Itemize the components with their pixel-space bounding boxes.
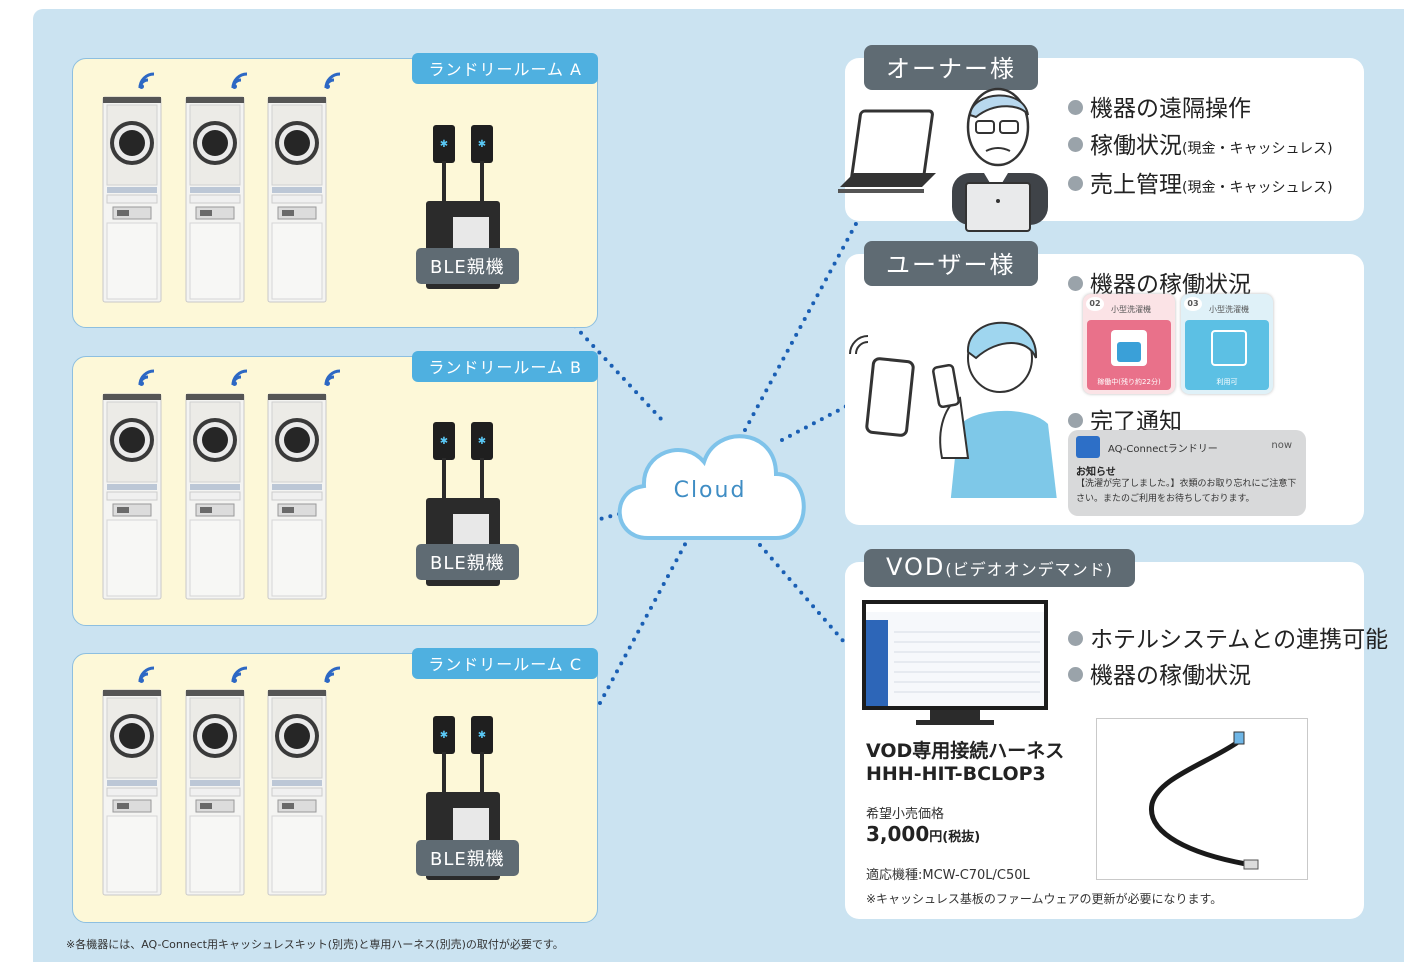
water-icon <box>1117 342 1141 362</box>
bullet-icon <box>1068 667 1083 682</box>
vod-item: ホテルシステムとの連携可能 <box>1068 620 1388 654</box>
price-value: 3,000円(税抜) <box>866 822 981 846</box>
card-state-bar: 稼働中(残り約22分) <box>1087 320 1171 390</box>
notification-title: お知らせ <box>1076 467 1116 478</box>
card-number: 02 <box>1086 297 1104 311</box>
link-vod <box>758 543 860 660</box>
washer-icon <box>1111 330 1147 366</box>
card-number: 03 <box>1184 297 1202 311</box>
harness-cable-photo <box>1096 718 1308 880</box>
room-label: ランドリールーム B <box>412 351 598 382</box>
bullet-icon <box>1068 276 1083 291</box>
ble-gateway-label: BLE親機 <box>416 248 519 284</box>
card-state: 稼働中(残り約22分) <box>1097 378 1161 386</box>
compatible-models: 適応機種:MCW-C70L/C50L <box>866 868 1030 883</box>
bullet-icon <box>1068 100 1083 115</box>
link-owner <box>743 218 860 432</box>
user-status-title: 機器の稼働状況 <box>1068 265 1251 299</box>
ble-gateway-label: BLE親機 <box>416 544 519 580</box>
bullet-icon <box>1068 413 1083 428</box>
smartphone-icon <box>849 335 915 437</box>
owner-tab: オーナー様 <box>864 45 1038 90</box>
app-icon <box>1076 436 1100 458</box>
vod-tab: VOD(ビデオオンデマンド) <box>864 549 1135 587</box>
owner-item: 売上管理(現金・キャッシュレス) <box>1068 165 1333 199</box>
notification-time: now <box>1271 440 1292 451</box>
owner-person-icon <box>952 87 1048 232</box>
user-person-icon <box>932 321 1057 498</box>
machine-card: 03 小型洗濯機 利用可 <box>1181 294 1273 394</box>
push-notification[interactable]: AQ-Connectランドリー now お知らせ 【洗濯が完了しました。】衣類の… <box>1068 430 1306 516</box>
notification-message: 【洗濯が完了しました。】衣類のお取り忘れにご注意下さい。またのご利用をお待ちして… <box>1076 479 1297 504</box>
owner-item: 機器の遠隔操作 <box>1068 89 1251 123</box>
bullet-icon <box>1068 137 1083 152</box>
cloud-icon <box>617 434 806 540</box>
card-state-bar: 利用可 <box>1185 320 1269 390</box>
machine-card: 02 小型洗濯機 稼働中(残り約22分) <box>1083 294 1175 394</box>
bullet-icon <box>1068 176 1083 191</box>
footnote: ※各機器には、AQ-Connect用キャッシュレスキット(別売)と専用ハーネス(… <box>66 938 564 951</box>
laptop-icon <box>838 109 936 193</box>
card-name: 小型洗濯機 <box>1111 305 1151 314</box>
ble-gateway-label: BLE親機 <box>416 840 519 876</box>
room-label: ランドリールーム A <box>412 53 598 84</box>
owner-illustration <box>838 87 1048 232</box>
owner-item: 稼働状況(現金・キャッシュレス) <box>1068 126 1333 160</box>
washer-icon <box>1211 330 1247 366</box>
link-user <box>780 396 864 442</box>
card-state: 利用可 <box>1216 378 1238 386</box>
user-tab: ユーザー様 <box>864 241 1038 286</box>
monitor-icon <box>862 600 1048 725</box>
user-illustration <box>849 321 1057 498</box>
notification-app-name: AQ-Connectランドリー <box>1108 444 1218 455</box>
price-label: 希望小売価格 <box>866 807 945 822</box>
vod-item: 機器の稼働状況 <box>1068 656 1251 690</box>
room-label: ランドリールーム C <box>412 648 598 679</box>
cloud-label: Cloud <box>673 478 747 503</box>
bullet-icon <box>1068 631 1083 646</box>
card-name: 小型洗濯機 <box>1209 305 1249 314</box>
firmware-note: ※キャッシュレス基板のファームウェアの更新が必要になります。 <box>866 892 1223 906</box>
